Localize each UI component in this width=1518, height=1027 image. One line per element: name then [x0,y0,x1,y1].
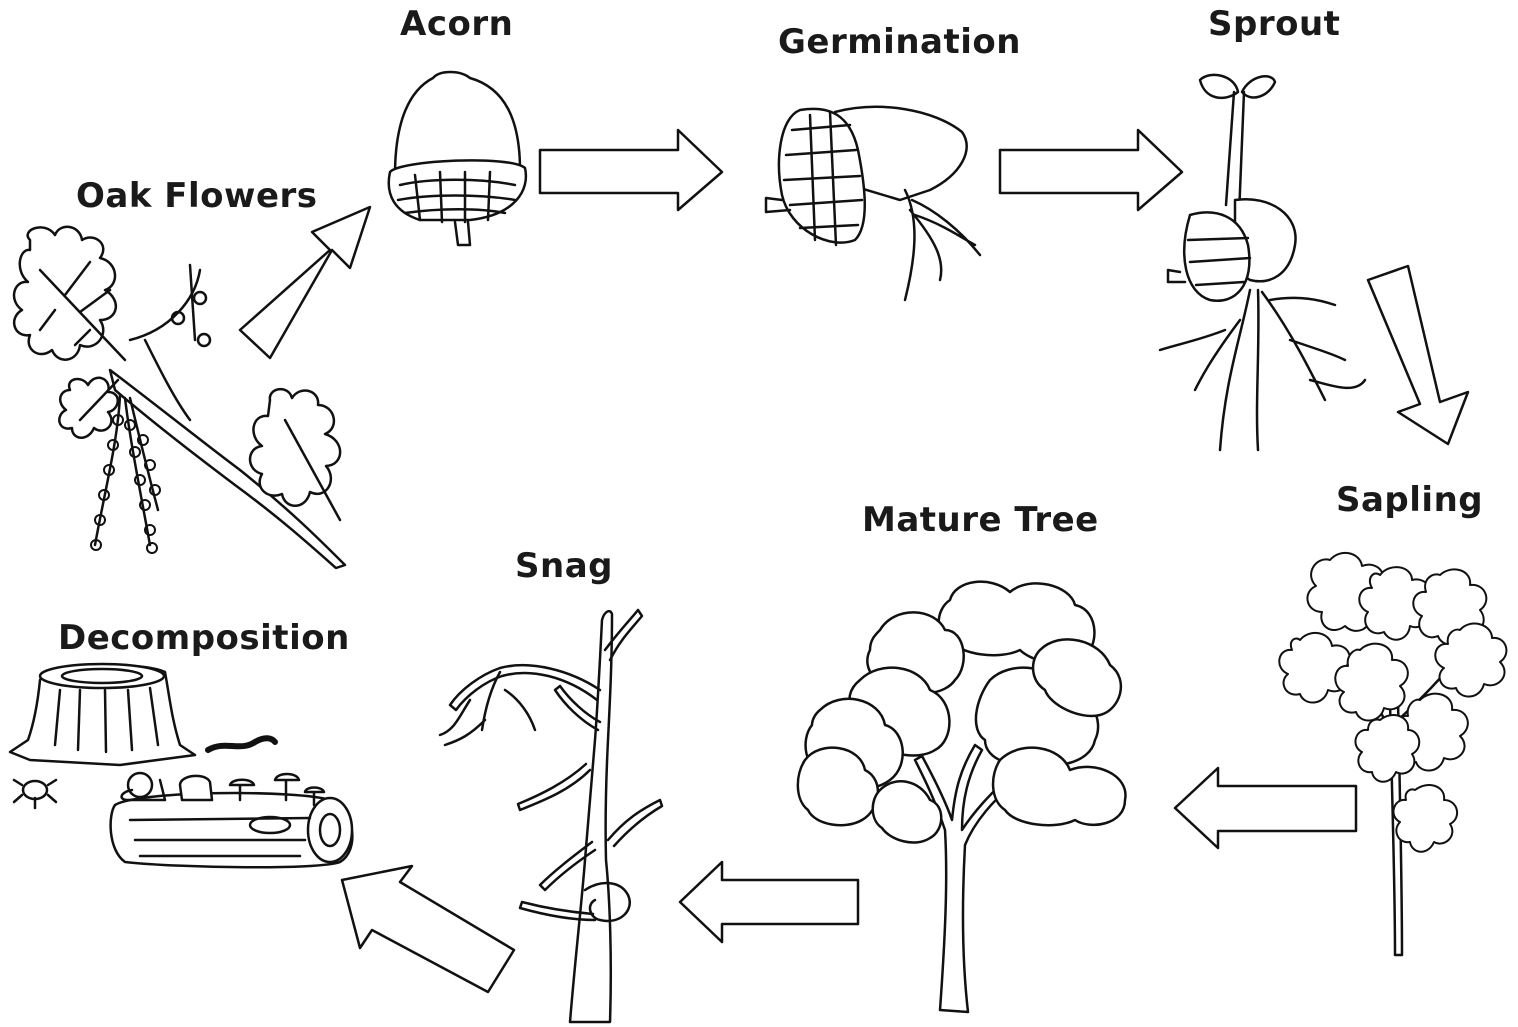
germination-illustration [766,107,980,300]
arrow-flowers-to-acorn [240,207,370,358]
mature-tree-illustration [798,582,1126,1012]
label-mature-tree: Mature Tree [862,500,1099,540]
label-snag: Snag [515,546,613,586]
oak-flowers-illustration [14,227,345,568]
label-sapling: Sapling [1336,480,1483,520]
arrow-acorn-to-germination [540,130,722,210]
arrow-germination-to-sprout [1000,130,1182,210]
arrow-snag-to-decomposition [342,866,514,992]
label-oak-flowers: Oak Flowers [76,176,318,216]
label-sprout: Sprout [1208,4,1340,44]
label-germination: Germination [778,22,1021,62]
acorn-illustration [389,72,526,245]
sapling-illustration [1279,553,1506,955]
arrow-mature-to-snag [680,862,858,942]
arrow-sprout-to-sapling [1368,266,1468,444]
label-acorn: Acorn [400,4,513,44]
sprout-illustration [1160,75,1365,450]
label-decomposition: Decomposition [58,618,350,658]
decomposition-illustration [10,664,352,867]
arrow-sapling-to-mature [1175,768,1356,848]
